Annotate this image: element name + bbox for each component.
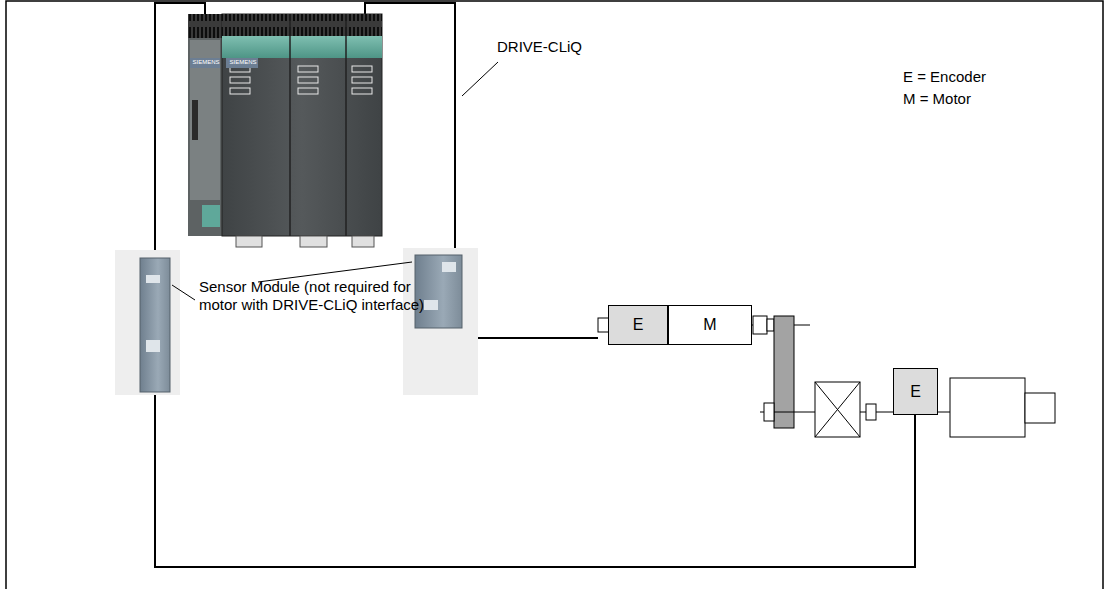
sinamics-drive — [188, 14, 382, 247]
brand-mark: SIEMENS — [227, 59, 259, 66]
encoder-box: E — [893, 368, 938, 415]
frame — [6, 1, 1103, 589]
sensor-module — [115, 250, 180, 395]
drive-cliq-cable — [155, 3, 915, 567]
box-text: M — [701, 316, 718, 334]
motor-box: M — [668, 305, 752, 345]
box-text: E — [908, 383, 923, 401]
interface-label: DRIVE-CLiQ — [497, 38, 647, 56]
box-text: E — [631, 316, 646, 334]
encoder-box: E — [608, 305, 668, 345]
legend-note: M = Motor — [903, 90, 1083, 108]
leader-line — [172, 62, 498, 300]
sensor-module — [403, 248, 478, 395]
part-label: Sensor Module (not required for motor wi… — [199, 278, 429, 314]
legend-note: E = Encoder — [903, 68, 1083, 86]
brand-mark: SIEMENS — [191, 59, 221, 66]
